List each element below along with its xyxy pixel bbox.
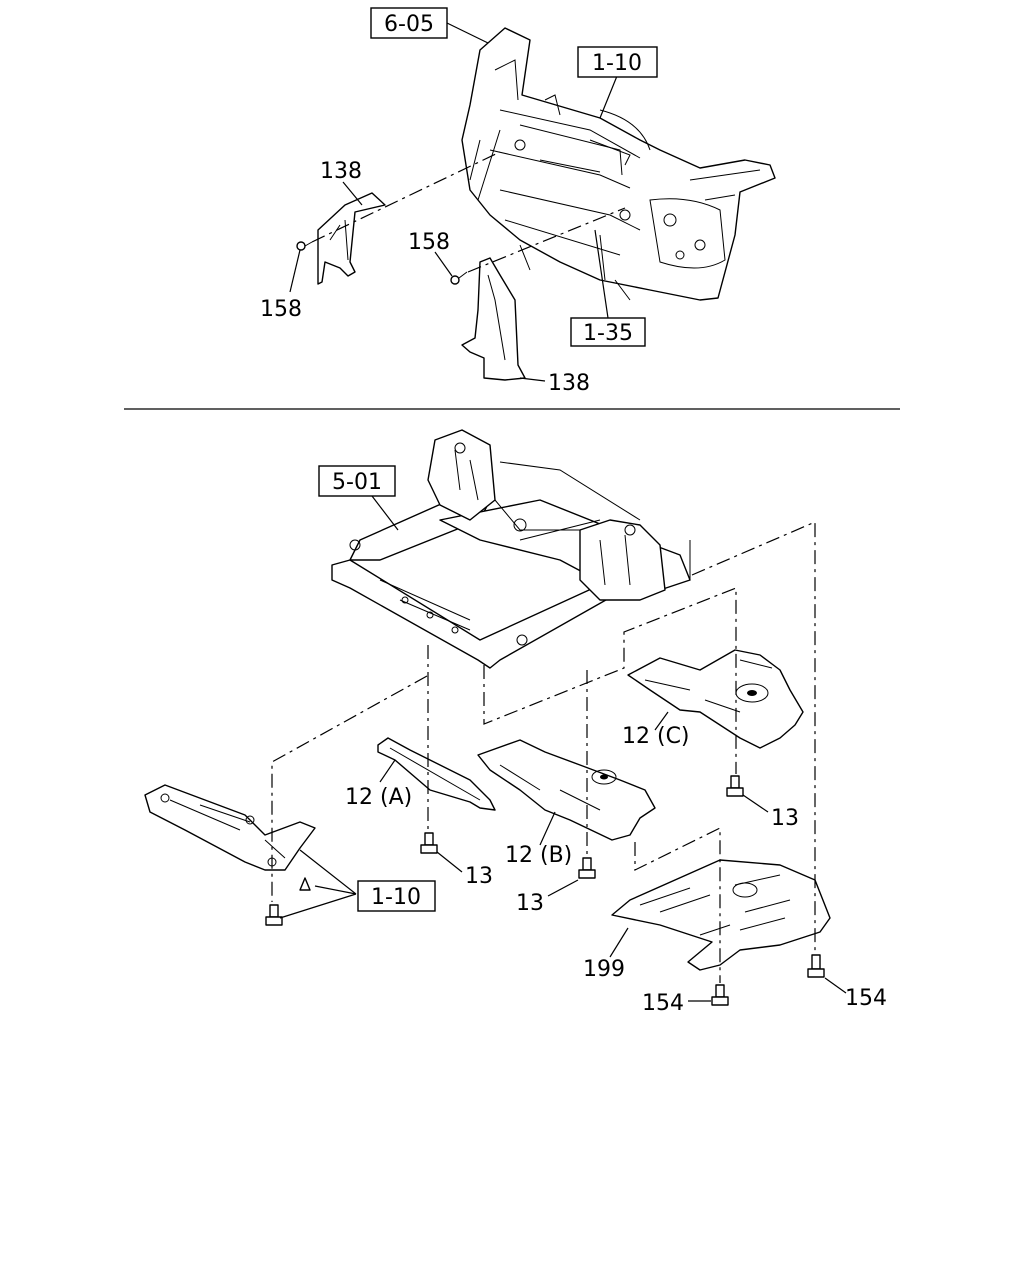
bolt-154-a (711, 984, 729, 1006)
chassis-frame (331, 429, 691, 669)
leader-138-a (342, 181, 363, 206)
ref-110-top: 1-10 (592, 51, 642, 76)
air-deflector-left (317, 192, 386, 285)
splash-shield-12b (477, 739, 656, 841)
leader-12a (379, 759, 396, 783)
ref-605: 6-05 (384, 12, 434, 37)
leader-154-b (824, 977, 847, 994)
clip-158-left (296, 241, 313, 251)
leader-158-b (434, 251, 453, 277)
engine-under-cover-199 (611, 859, 831, 971)
splash-shield-12a (377, 737, 496, 811)
clip-cover-left (299, 877, 311, 891)
leader-605 (446, 22, 489, 44)
label-13-a: 13 (465, 864, 493, 889)
bolt-13-b (578, 857, 596, 879)
dashed-guide-upper-2 (467, 207, 626, 273)
ref-box-110-top (577, 46, 658, 78)
splash-shield-12c (627, 649, 804, 749)
leader-12c (654, 711, 669, 731)
under-cover-front (144, 784, 316, 871)
leader-12b (539, 811, 556, 846)
label-138-b: 138 (548, 371, 590, 396)
ref-501: 5-01 (332, 470, 382, 495)
leader-110-top (599, 75, 618, 119)
label-13-b: 13 (516, 891, 544, 916)
dashed-guides-lower (271, 521, 816, 983)
leader-110-bottom (279, 849, 357, 919)
label-158-a: 158 (260, 297, 302, 322)
label-154-b: 154 (845, 986, 887, 1011)
radiator-support-assembly (461, 27, 776, 301)
label-12b: 12 (B) (505, 843, 572, 868)
label-138-a: 138 (320, 159, 362, 184)
label-13-c: 13 (771, 806, 799, 831)
bolt-154-b (807, 954, 825, 978)
leader-501 (371, 495, 399, 531)
ref-box-501 (318, 465, 396, 497)
leader-13-b (547, 879, 579, 897)
label-199: 199 (583, 957, 625, 982)
bolt-13-a (420, 832, 438, 854)
leader-13-a (436, 851, 463, 873)
leader-158-a (289, 249, 301, 293)
ref-box-110-bottom (357, 880, 436, 912)
leader-13-c (742, 794, 769, 813)
ref-110-bottom: 1-10 (371, 885, 421, 910)
ref-135: 1-35 (583, 321, 633, 346)
leader-199 (609, 927, 629, 958)
ref-box-135 (570, 317, 646, 347)
leader-138-b (519, 377, 546, 382)
air-deflector-right (461, 257, 526, 381)
label-12c: 12 (C) (622, 724, 690, 749)
label-12a: 12 (A) (345, 785, 412, 810)
bolt-13-c (726, 775, 744, 797)
clip-158-right (450, 271, 468, 285)
bolt-cover-left (265, 904, 283, 926)
leader-135 (594, 229, 609, 319)
dashed-guide-upper-1 (311, 151, 501, 243)
label-158-b: 158 (408, 230, 450, 255)
ref-box-605 (370, 7, 448, 39)
label-154-a: 154 (642, 991, 684, 1016)
